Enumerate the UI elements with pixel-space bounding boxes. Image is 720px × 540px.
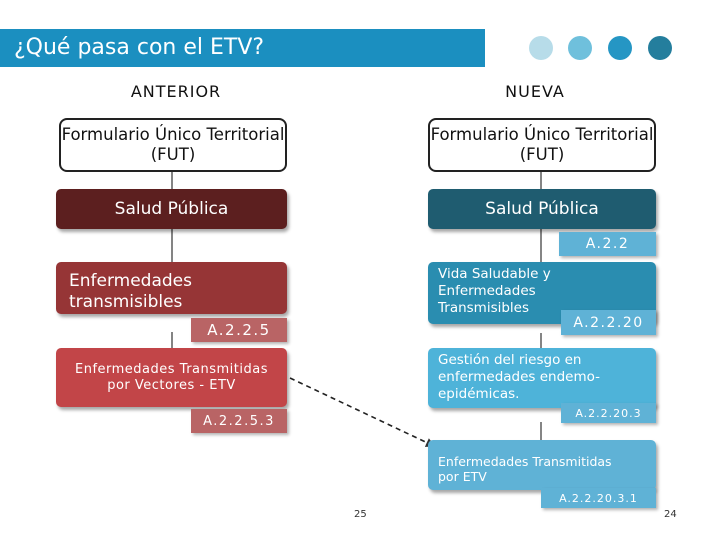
right-code-a222031: A.2.2.20.3.1	[541, 488, 656, 508]
left-code-a225: A.2.2.5	[191, 318, 287, 342]
title-bar	[0, 29, 485, 67]
left-code-a2253: A.2.2.5.3	[191, 409, 287, 433]
right-fut-box: Formulario Único Territorial (FUT)	[428, 118, 656, 172]
right-gestion-riesgo: Gestión del riesgo en enfermedades endem…	[428, 348, 656, 408]
left-enfermedades-transmisibles: Enfermedades transmisibles	[56, 262, 287, 314]
page-number-right: 24	[664, 509, 677, 520]
etv-migration-arrow	[289, 377, 436, 447]
left-enfermedades-vectores: Enfermedades Transmitidas por Vectores -…	[56, 348, 287, 407]
decor-dot-4	[648, 36, 672, 60]
right-salud-publica: Salud Pública	[428, 189, 656, 229]
page-title: ¿Qué pasa con el ETV?	[14, 35, 265, 60]
page-number-center: 25	[354, 509, 367, 520]
decor-dot-3	[608, 36, 632, 60]
column-header-anterior: ANTERIOR	[130, 82, 222, 101]
left-fut-box: Formulario Único Territorial (FUT)	[59, 118, 287, 172]
decor-dot-1	[529, 36, 553, 60]
right-code-a22: A.2.2	[559, 232, 656, 256]
decor-dot-2	[568, 36, 592, 60]
left-salud-publica: Salud Pública	[56, 189, 287, 229]
right-code-a2220: A.2.2.20	[561, 310, 656, 335]
right-etv-box: Enfermedades Transmitidas por ETV	[428, 440, 656, 490]
column-header-nueva: NUEVA	[505, 82, 565, 101]
right-code-a22203: A.2.2.20.3	[561, 403, 656, 423]
